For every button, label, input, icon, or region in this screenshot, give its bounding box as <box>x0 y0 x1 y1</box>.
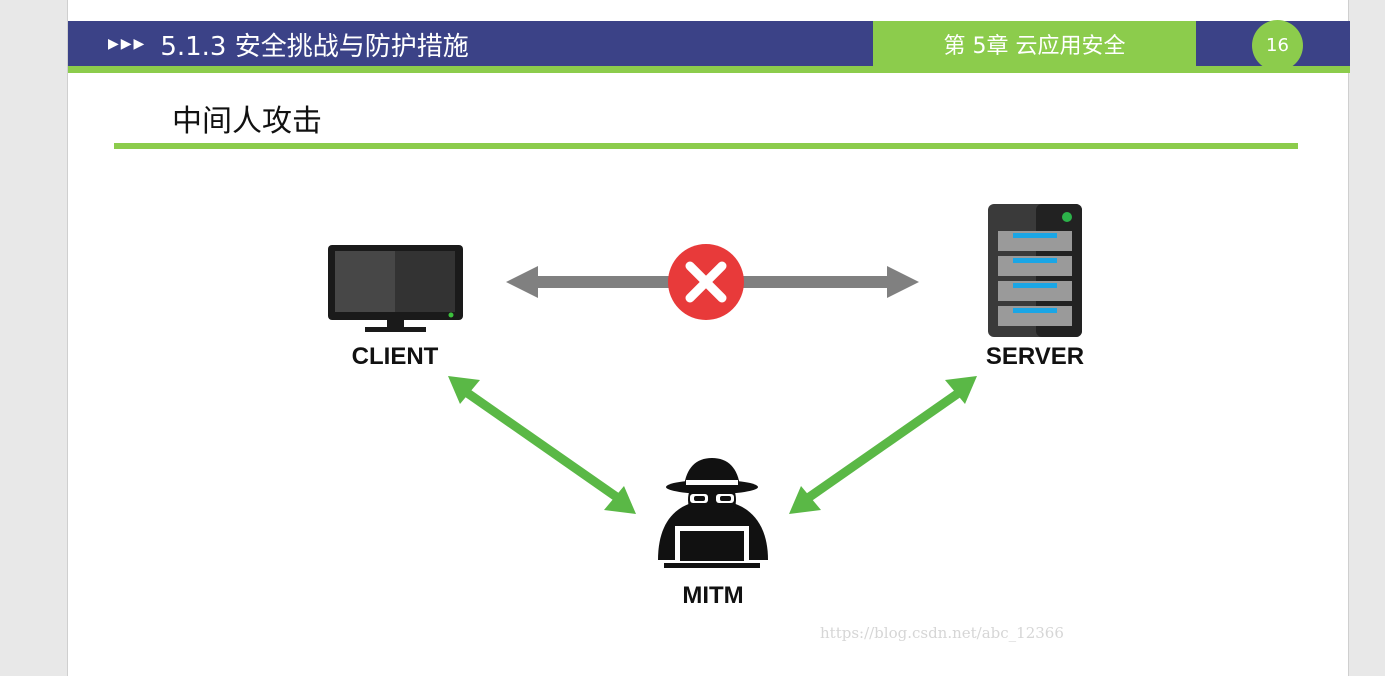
header-accent-line <box>68 66 1350 73</box>
mitm-diagram: CLIENT SERVER <box>328 204 1084 609</box>
server-icon <box>988 204 1082 337</box>
triple-arrow-icon: ▶▶▶ <box>108 36 147 52</box>
page-number: 16 <box>1266 35 1289 56</box>
hacker-icon <box>658 458 768 568</box>
server-mitm-arrow <box>789 376 977 514</box>
slide: ▶▶▶ 5.1.3 安全挑战与防护措施 第 5章 云应用安全 16 中间人攻击 … <box>67 0 1350 676</box>
monitor-icon <box>328 245 463 332</box>
chapter-text: 第 5章 云应用安全 <box>943 34 1126 59</box>
client-mitm-arrow <box>448 376 636 514</box>
mitm-label: MITM <box>682 582 743 609</box>
title-underline <box>114 143 1298 149</box>
client-label: CLIENT <box>352 343 439 370</box>
server-label: SERVER <box>986 343 1084 370</box>
watermark: https://blog.csdn.net/abc_12366 <box>820 624 1064 642</box>
chapter-label: 第 5章 云应用安全 <box>873 21 1196 67</box>
blocked-x-icon <box>668 244 744 320</box>
section-title-text: 5.1.3 安全挑战与防护措施 <box>160 31 469 62</box>
section-title: ▶▶▶ 5.1.3 安全挑战与防护措施 <box>108 21 469 67</box>
page-number-badge: 16 <box>1252 20 1303 71</box>
slide-title: 中间人攻击 <box>172 104 322 139</box>
